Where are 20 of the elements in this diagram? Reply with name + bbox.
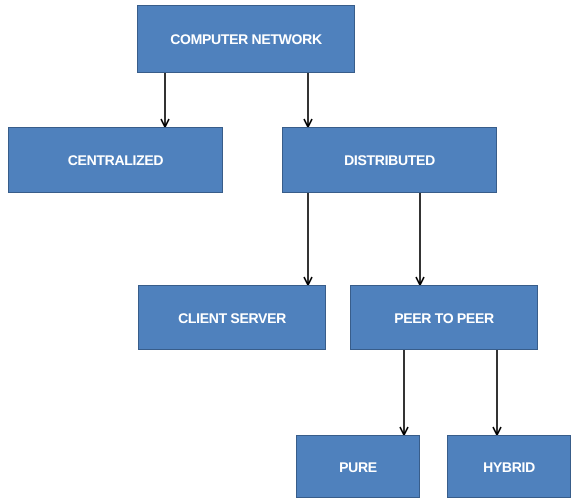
box-label: CENTRALIZED [68,152,164,168]
process-box [138,285,326,350]
box-label: COMPUTER NETWORK [170,31,322,47]
arrow [303,193,313,286]
arrow [303,73,313,128]
process-box [282,127,497,193]
box-label: HYBRID [483,458,535,474]
arrow [160,73,170,128]
process-box [137,5,355,73]
arrow [399,350,409,436]
process-box [296,435,420,498]
process-box [350,285,538,350]
arrow [492,350,502,436]
box-label: CLIENT SERVER [178,310,286,326]
box-label: DISTRIBUTED [344,152,435,168]
process-box [8,127,223,193]
arrow [415,193,425,286]
process-box [447,435,571,498]
box-label: PEER TO PEER [394,310,494,326]
box-label: PURE [339,458,377,474]
